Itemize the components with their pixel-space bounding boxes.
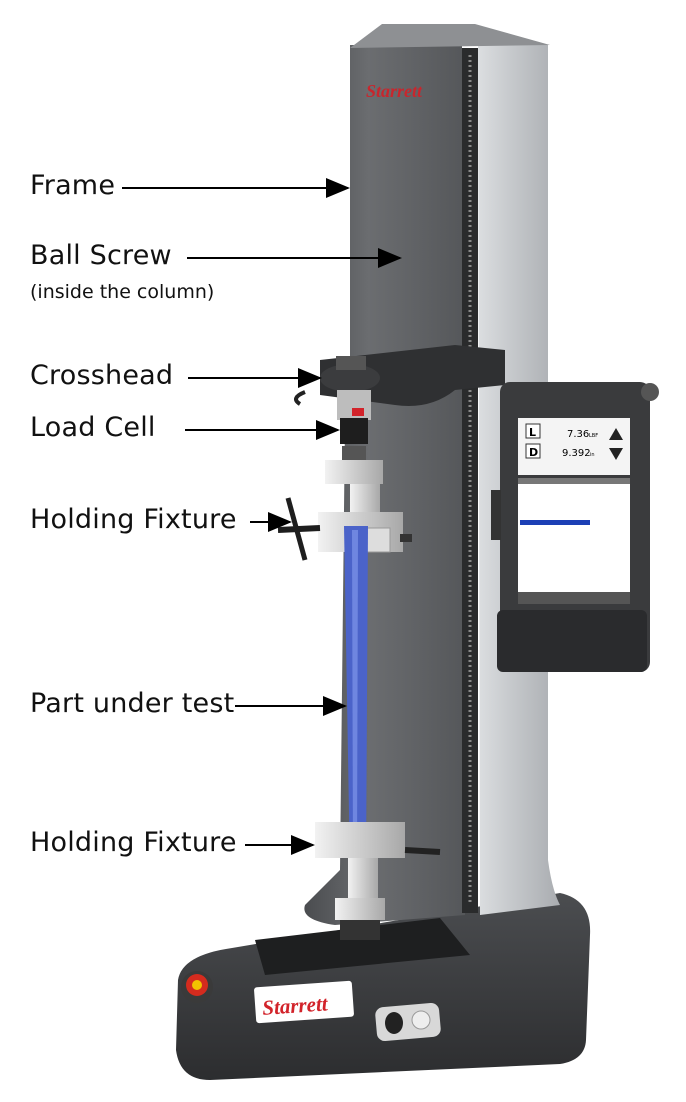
distance-value: 9.392 (562, 448, 591, 459)
load-value: 7.36 (567, 429, 589, 440)
holding-fixture-bottom (315, 822, 441, 940)
base (176, 893, 591, 1080)
controller-display: L D 7.36 LBF 9.392 in (497, 382, 659, 672)
jog-up-icon (609, 428, 623, 440)
load-cell (337, 390, 371, 460)
distance-key: D (529, 446, 538, 459)
base-logo-plate (254, 980, 354, 1024)
label-ball-screw: Ball Screw (30, 240, 172, 271)
label-holding-fixture-top: Holding Fixture (30, 504, 237, 535)
label-load-cell: Load Cell (30, 412, 156, 443)
frame-column (304, 45, 465, 925)
label-frame: Frame (30, 170, 116, 201)
label-ball-screw-note: (inside the column) (30, 281, 215, 303)
column-logo: Starrett (366, 81, 423, 101)
load-key: L (529, 426, 536, 439)
label-part-under-test: Part under test (30, 688, 235, 719)
callout-arrows (122, 178, 402, 855)
power-button (385, 1012, 403, 1034)
base-logo: Starrett (261, 991, 329, 1020)
label-crosshead: Crosshead (30, 360, 174, 391)
jog-down-icon (609, 448, 623, 460)
label-holding-fixture-bottom: Holding Fixture (30, 827, 237, 858)
load-unit: LBF (589, 433, 598, 439)
distance-unit: in (590, 452, 595, 458)
column-top-cap (350, 24, 550, 48)
